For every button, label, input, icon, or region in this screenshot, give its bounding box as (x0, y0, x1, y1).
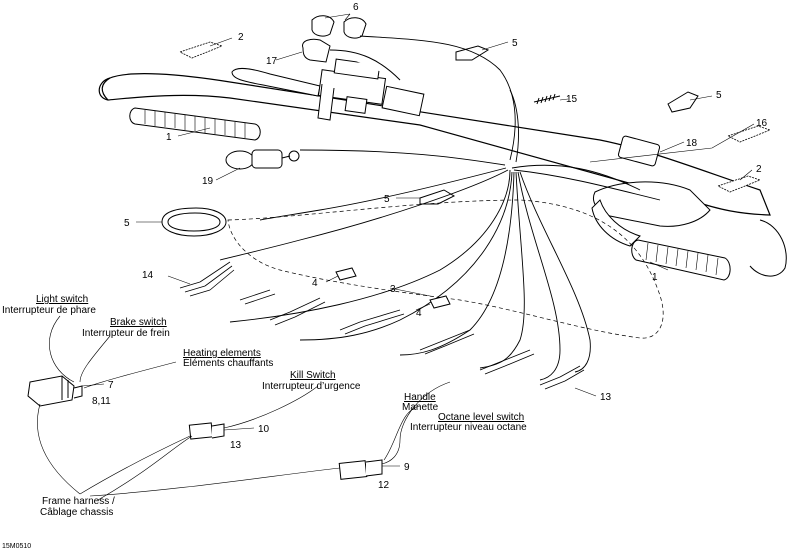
brake-lever (231, 67, 321, 97)
pad-2-right (716, 175, 762, 193)
handlebar (98, 73, 771, 216)
ring-5-left (161, 207, 227, 237)
connector-4b (429, 295, 451, 309)
sensor-17 (302, 38, 401, 81)
label-octane-fr: Interrupteur niveau octane (410, 422, 527, 433)
callout-1-right: 1 (652, 272, 658, 283)
callout-5-top: 5 (512, 38, 518, 49)
dashed-outline (227, 199, 664, 339)
callout-10: 10 (258, 424, 270, 435)
callout-8-11: 8,11 (92, 396, 111, 407)
callout-5-left: 5 (124, 218, 130, 229)
wiring-harness (219, 35, 661, 381)
callout-2-right: 2 (756, 164, 762, 175)
label-brake-switch-fr: Interrupteur de frein (82, 328, 170, 339)
label-handle-fr: Manette (402, 402, 439, 413)
callout-3: 3 (390, 284, 396, 295)
connector-7 (27, 375, 83, 407)
callout-6: 6 (353, 2, 359, 13)
label-heating-fr: Éléments chauffants (183, 356, 273, 369)
callout-14: 14 (142, 270, 154, 281)
tie-5-middle (419, 189, 456, 205)
callout-4-b: 4 (416, 308, 422, 319)
label-kill-fr: Interrupteur d’urgence (262, 381, 361, 392)
callout-2-left: 2 (238, 32, 244, 43)
text-labels: Light switch Interrupteur de phare Brake… (2, 294, 527, 550)
tie-5-top (455, 45, 490, 61)
callout-numbers: 2 6 5 17 5 15 1 16 18 2 19 5 5 14 4 3 4 … (92, 2, 768, 491)
callout-12: 12 (378, 480, 390, 491)
spring-15 (533, 93, 561, 105)
pad-2-left (178, 41, 224, 59)
label-frame-en: Frame harness / (42, 496, 115, 507)
callout-1-left: 1 (166, 132, 172, 143)
callout-7: 7 (108, 380, 114, 391)
drawing-code: 15M0510 (2, 543, 31, 550)
callout-16: 16 (756, 118, 768, 129)
throttle-housing (591, 181, 787, 277)
switch-18 (617, 135, 661, 167)
connector-4a (335, 267, 357, 281)
label-octane-en: Octane level switch (438, 412, 524, 423)
callout-18: 18 (686, 138, 698, 149)
label-brake-switch-en: Brake switch (110, 317, 167, 328)
ignition-switch (225, 149, 300, 170)
label-light-switch-en: Light switch (36, 294, 88, 305)
callout-9: 9 (404, 462, 410, 473)
callout-17: 17 (266, 56, 278, 67)
label-handle-en: Handle (404, 392, 436, 403)
callout-4-a: 4 (312, 278, 318, 289)
pad-16 (726, 125, 772, 143)
callout-19: 19 (202, 176, 214, 187)
label-heating-en: Heating elements (183, 348, 261, 359)
clamps-6 (311, 15, 367, 39)
callout-5-middle: 5 (384, 194, 390, 205)
connector-ends (179, 261, 585, 390)
label-light-switch-fr: Interrupteur de phare (2, 305, 96, 316)
callout-13-right: 13 (600, 392, 612, 403)
connector-9 (338, 459, 383, 480)
callout-5-right: 5 (716, 90, 722, 101)
callout-13-middle: 13 (230, 440, 242, 451)
left-grip (129, 107, 261, 141)
label-frame-fr: Câblage chassis (40, 507, 113, 518)
left-switch-housing (317, 58, 425, 121)
label-kill-en: Kill Switch (290, 370, 336, 381)
tie-5-right (667, 91, 699, 113)
leader-lines (37, 13, 755, 501)
callout-15: 15 (566, 94, 578, 105)
right-grip (631, 239, 731, 281)
connector-10 (188, 422, 225, 440)
